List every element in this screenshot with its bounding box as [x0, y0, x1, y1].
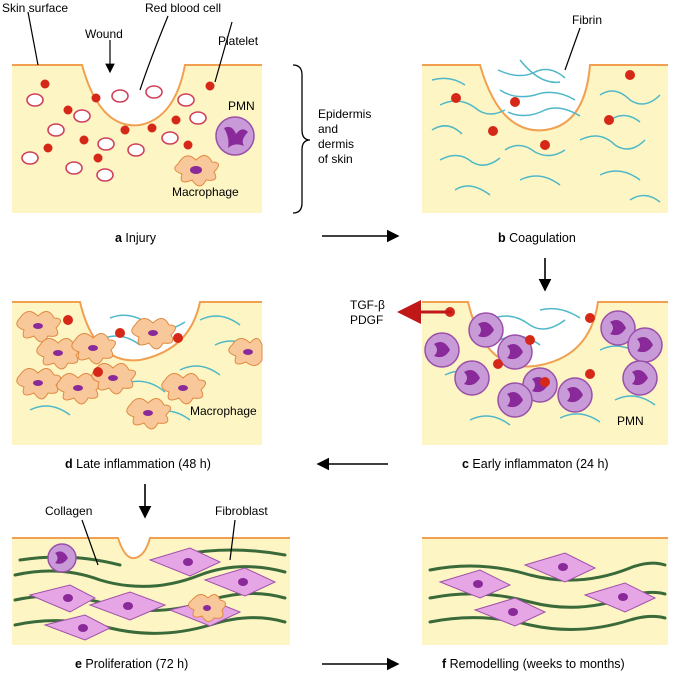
platelet [79, 135, 89, 145]
red-blood-cell [189, 111, 207, 125]
red-blood-cell [161, 131, 179, 145]
pmn-cell [215, 116, 255, 156]
flow-arrows [138, 229, 552, 671]
label-tgf-beta: TGF-β [350, 298, 385, 312]
red-blood-cell [26, 93, 44, 107]
caption-c: c Early inflammaton (24 h) [462, 457, 609, 471]
red-blood-cell [21, 151, 39, 165]
label-red-blood-cell: Red blood cell [145, 1, 221, 15]
red-blood-cell [127, 143, 145, 157]
red-blood-cell [65, 161, 83, 175]
label-macrophage: Macrophage [172, 185, 239, 199]
label-wound: Wound [85, 27, 123, 41]
platelet [91, 93, 101, 103]
caption-f: f Remodelling (weeks to months) [442, 657, 625, 671]
label-of-skin: of skin [318, 152, 353, 166]
platelet [585, 369, 595, 379]
platelet [604, 115, 614, 125]
label-macrophage-d: Macrophage [190, 404, 257, 418]
caption-e: e Proliferation (72 h) [75, 657, 188, 671]
macrophage-cell [174, 155, 219, 187]
panel-e-pmn [47, 543, 77, 573]
label-fibroblast: Fibroblast [215, 504, 268, 518]
platelet [540, 377, 550, 387]
platelet [205, 81, 215, 91]
caption-b: b Coagulation [498, 231, 576, 245]
panel-b [422, 64, 668, 213]
label-skin-surface: Skin surface [2, 1, 68, 15]
platelet [173, 333, 183, 343]
platelet [493, 359, 503, 369]
platelet [451, 93, 461, 103]
platelet [120, 125, 130, 135]
platelet [510, 97, 520, 107]
caption-a: a Injury [115, 231, 157, 245]
platelet [63, 315, 73, 325]
platelet [115, 328, 125, 338]
red-blood-cell [73, 109, 91, 123]
label-and: and [318, 122, 338, 136]
pointer-lines [27, 11, 581, 566]
tissue-d [12, 302, 262, 445]
surface-line-e [12, 537, 290, 560]
platelet [540, 140, 550, 150]
label-collagen: Collagen [45, 504, 92, 518]
platelet [93, 153, 103, 163]
red-blood-cell [177, 93, 195, 107]
bracket [292, 64, 311, 214]
panel-b-fibrin [431, 59, 661, 203]
label-fibrin: Fibrin [572, 13, 602, 27]
platelet [488, 126, 498, 136]
platelet [625, 70, 635, 80]
panel-e-macrophage [188, 594, 226, 622]
platelet [147, 123, 157, 133]
label-pmn-c: PMN [617, 414, 644, 428]
tissue-b [422, 65, 668, 213]
surface-line-a [12, 64, 262, 127]
surface-line-d [12, 301, 262, 362]
platelet [40, 79, 50, 89]
label-pmn: PMN [228, 99, 255, 113]
label-pdgf: PDGF [350, 313, 383, 327]
platelet [585, 313, 595, 323]
platelet [63, 105, 73, 115]
red-blood-cell [96, 168, 114, 182]
platelet [525, 335, 535, 345]
platelet [171, 115, 181, 125]
label-dermis: dermis [318, 137, 354, 151]
panel-a-cells [21, 79, 255, 187]
platelet [183, 140, 193, 150]
red-blood-cell [47, 123, 65, 137]
red-blood-cell [97, 137, 115, 151]
caption-d: d Late inflammation (48 h) [65, 457, 211, 471]
panel-d [12, 301, 262, 445]
label-platelet: Platelet [218, 34, 259, 48]
platelet [93, 367, 103, 377]
surface-line-b [422, 64, 668, 132]
platelet [43, 143, 53, 153]
red-blood-cell [145, 85, 163, 99]
label-epidermis: Epidermis [318, 107, 371, 121]
red-blood-cell [111, 89, 129, 103]
